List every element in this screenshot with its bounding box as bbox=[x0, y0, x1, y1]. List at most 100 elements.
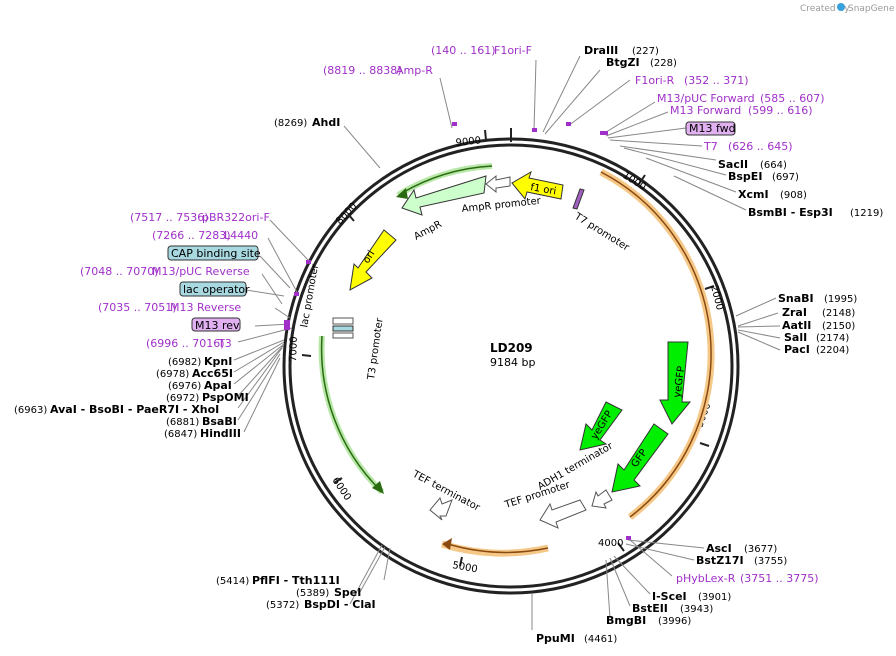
tick-8000 bbox=[347, 213, 355, 222]
site-draiii: DraIII bbox=[584, 44, 618, 57]
site-pspomi-pos: (6972) bbox=[166, 393, 199, 404]
primer-pbr322ori-f-range: (7517 .. 7536) bbox=[130, 211, 209, 224]
site-apai-pos: (6976) bbox=[168, 381, 201, 392]
feature-f1-ori[interactable] bbox=[511, 170, 564, 201]
box-lac-operator-label: lac operator bbox=[183, 283, 250, 296]
site-sali-pos: (2174) bbox=[816, 333, 849, 344]
site-bmgbi-pos: (3996) bbox=[658, 616, 691, 627]
feature-yegfp-1[interactable] bbox=[659, 341, 692, 425]
primer-l4440: L4440 bbox=[224, 229, 258, 242]
site-sali: SalI bbox=[784, 331, 807, 344]
leader-snabi bbox=[735, 297, 777, 317]
box-cap-binding-site[interactable] bbox=[167, 245, 259, 261]
leader-i-scei bbox=[613, 555, 651, 595]
box-m13-rev[interactable] bbox=[191, 317, 241, 332]
feature-adh1-terminator[interactable] bbox=[591, 489, 613, 509]
primer-f1ori-r: F1ori-R bbox=[635, 74, 675, 87]
tick-label-5000: 5000 bbox=[451, 560, 478, 575]
leader-zrai bbox=[737, 312, 779, 327]
primer-m13puc-reverse-range: (7048 .. 7070) bbox=[80, 265, 159, 278]
leader-f1ori-r bbox=[567, 79, 631, 127]
plasmid-size: 9184 bp bbox=[490, 356, 535, 369]
primer-pbr322ori-f: pBR322ori-F bbox=[202, 211, 270, 224]
primer-mark-reverse bbox=[284, 320, 290, 330]
feature-ori[interactable] bbox=[349, 229, 397, 291]
feature-lac-operator-block[interactable] bbox=[332, 325, 354, 332]
leader-bspdi bbox=[349, 544, 383, 605]
leader-t7 bbox=[609, 139, 703, 147]
feature-label-f1-ori: f1 ori bbox=[529, 182, 557, 197]
leader-aatii bbox=[737, 325, 781, 328]
feature-lac-promoter-block[interactable] bbox=[332, 317, 354, 325]
feature-gfp[interactable] bbox=[611, 423, 669, 493]
site-bspdi-clai: BspDI - ClaI bbox=[304, 598, 376, 611]
primer-m13puc-forward-range: (585 .. 607) bbox=[760, 92, 825, 105]
feature-ampr[interactable] bbox=[401, 175, 487, 216]
leader-btgzi bbox=[544, 69, 601, 135]
primer-m13puc-forward: M13/pUC Forward bbox=[657, 92, 755, 105]
leader-xhoi bbox=[237, 347, 283, 409]
leader-lac-operator bbox=[245, 289, 285, 297]
leader-m13fwd-box bbox=[607, 127, 687, 139]
feature-t7-promoter[interactable] bbox=[572, 188, 585, 210]
feature-tef-terminator[interactable] bbox=[429, 496, 453, 521]
site-zrai-pos: (2148) bbox=[822, 308, 855, 319]
leader-bsabi bbox=[237, 353, 281, 421]
site-acc65i: Acc65I bbox=[192, 367, 233, 380]
primer-mark-l4440 bbox=[294, 292, 299, 296]
site-paci-pos: (2204) bbox=[816, 345, 849, 356]
primer-t3-range: (6996 .. 7016) bbox=[146, 337, 225, 350]
site-ahdi: AhdI bbox=[312, 116, 340, 129]
site-asci-pos: (3677) bbox=[744, 544, 777, 555]
feature-tef-promoter[interactable] bbox=[539, 499, 587, 529]
leader-bsteii bbox=[609, 557, 631, 607]
leader-apai bbox=[233, 343, 285, 385]
site-bspei: BspEI bbox=[728, 170, 762, 183]
site-bsteii-pos: (3943) bbox=[680, 604, 713, 615]
leader-m13puc-f bbox=[602, 101, 656, 135]
box-m13-fwd[interactable] bbox=[685, 121, 736, 136]
leader-sacii bbox=[619, 145, 717, 161]
leader-bspei bbox=[623, 147, 727, 176]
feature-yegfp-2[interactable] bbox=[579, 401, 623, 451]
site-pflfi-tth111i: PflFI - Tth111I bbox=[252, 574, 340, 587]
site-aatii: AatII bbox=[782, 319, 811, 332]
tick-9000 bbox=[484, 129, 487, 141]
green-arc-top-line bbox=[401, 165, 493, 194]
backbone-inner bbox=[288, 143, 734, 589]
site-xcmi-pos: (908) bbox=[780, 190, 807, 201]
site-kpni: KpnI bbox=[204, 355, 232, 368]
site-bspdi-clai-pos: (5372) bbox=[266, 600, 299, 611]
green-arc-left-line bbox=[320, 335, 381, 491]
primer-mark-m13 bbox=[600, 131, 608, 135]
credit-brand: SnapGene bbox=[848, 4, 895, 14]
leader-spei bbox=[359, 546, 386, 593]
site-spei-pos: (5389) bbox=[296, 588, 329, 599]
tick-2000 bbox=[704, 285, 715, 290]
site-hindiii-pos: (6847) bbox=[164, 429, 197, 440]
leader-cap-binding bbox=[259, 255, 291, 289]
plasmid-name: LD209 bbox=[490, 341, 533, 355]
site-i-scei: I-SceI bbox=[652, 590, 687, 603]
site-sacii: SacII bbox=[718, 158, 748, 171]
site-zrai: ZraI bbox=[782, 306, 807, 319]
leader-m13-reverse bbox=[274, 307, 291, 319]
primer-phyblex-r: pHybLex-R bbox=[676, 572, 736, 585]
primer-m13puc-reverse: M13/pUC Reverse bbox=[152, 265, 250, 278]
leader-bsmbi bbox=[673, 175, 747, 211]
highlight-arc-bottom-line bbox=[447, 543, 549, 554]
box-lac-operator[interactable] bbox=[179, 281, 247, 297]
leader-pbr322ori-f bbox=[269, 219, 311, 263]
leader-kpni bbox=[233, 339, 285, 361]
tick-label-2000: 2000 bbox=[708, 284, 725, 311]
leader-xcmi bbox=[645, 157, 737, 193]
primer-m13-forward-range: (599 .. 616) bbox=[748, 104, 813, 117]
site-aatii-pos: (2150) bbox=[822, 321, 855, 332]
site-bsmbi-esp3i-pos: (1219) bbox=[850, 208, 883, 219]
tick-label-7000: 7000 bbox=[288, 336, 300, 362]
feature-t3-promoter-block[interactable] bbox=[332, 332, 354, 339]
primer-mark-pbr322ori-f bbox=[306, 260, 311, 264]
primer-t3: T3 bbox=[217, 337, 232, 350]
feature-ampr-promoter[interactable] bbox=[485, 174, 511, 194]
